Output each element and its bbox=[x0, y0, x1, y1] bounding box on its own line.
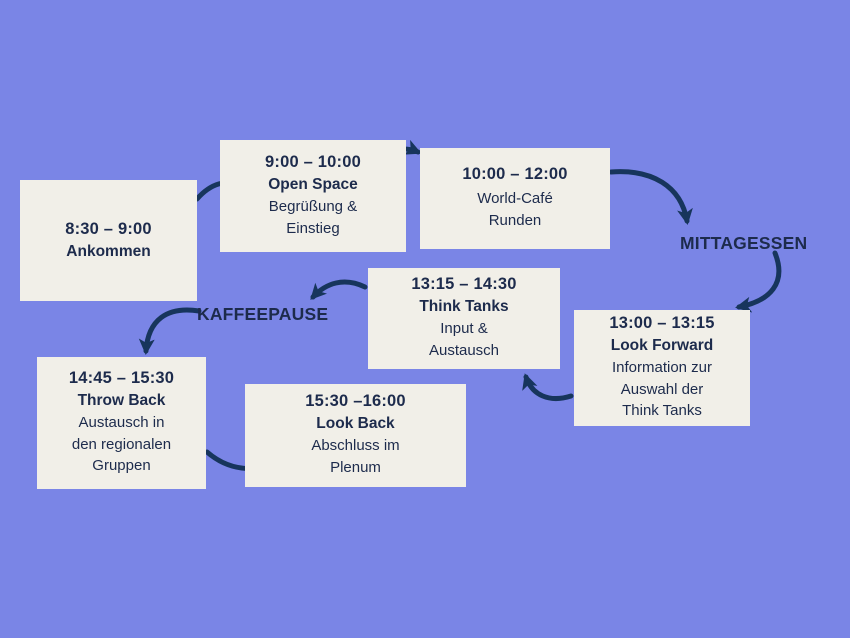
card-think-tanks-time: 13:15 – 14:30 bbox=[411, 275, 517, 294]
card-think-tanks-body: Input & Austausch bbox=[428, 320, 500, 359]
card-world-cafe-body: World-Café Runden bbox=[477, 190, 553, 229]
card-look-back: 15:30 –16:00 Look Back Abschluss im Plen… bbox=[245, 384, 466, 487]
card-ankommen-time: 8:30 – 9:00 bbox=[65, 220, 152, 238]
card-throw-back-title: Throw Back bbox=[77, 391, 166, 409]
card-look-back-time: 15:30 –16:00 bbox=[305, 392, 406, 411]
card-look-forward-body: Information zur Auswahl der Think Tanks bbox=[611, 358, 713, 420]
card-look-back-body: Abschluss im Plenum bbox=[311, 437, 400, 476]
card-look-forward-time: 13:00 – 13:15 bbox=[609, 313, 715, 332]
card-world-cafe: 10:00 – 12:00 World-Café Runden bbox=[420, 148, 610, 249]
label-kaffeepause: KAFFEEPAUSE bbox=[197, 304, 329, 324]
card-throw-back-body: Austausch in den regionalen Gruppen bbox=[71, 413, 172, 475]
card-look-back-title: Look Back bbox=[316, 415, 395, 433]
card-open-space-body: Begrüßung & Einstieg bbox=[268, 197, 358, 237]
card-ankommen-title: Ankommen bbox=[66, 243, 151, 260]
card-look-forward: 13:00 – 13:15 Look Forward Information z… bbox=[574, 310, 750, 426]
card-open-space: 9:00 – 10:00 Open Space Begrüßung & Eins… bbox=[220, 140, 406, 252]
card-open-space-title: Open Space bbox=[268, 175, 358, 193]
card-look-forward-title: Look Forward bbox=[610, 336, 714, 354]
label-mittagessen: MITTAGESSEN bbox=[680, 233, 808, 253]
card-ankommen: 8:30 – 9:00 Ankommen bbox=[20, 180, 197, 301]
card-throw-back-time: 14:45 – 15:30 bbox=[68, 368, 175, 387]
arrow-world-cafe-to-mittagessen bbox=[608, 169, 693, 225]
card-open-space-time: 9:00 – 10:00 bbox=[265, 152, 361, 171]
card-think-tanks: 13:15 – 14:30 Think Tanks Input & Austau… bbox=[368, 268, 560, 369]
arrow-think-tanks-to-kaffeepause bbox=[310, 279, 368, 300]
arrow-kaffeepause-to-throw-back bbox=[138, 307, 202, 355]
card-world-cafe-time: 10:00 – 12:00 bbox=[462, 165, 568, 184]
arrow-look-forward-to-think-tanks bbox=[522, 373, 574, 402]
card-throw-back: 14:45 – 15:30 Throw Back Austausch in de… bbox=[37, 357, 206, 489]
arrow-mittagessen-to-look-forward bbox=[735, 250, 782, 313]
card-think-tanks-title: Think Tanks bbox=[419, 298, 509, 316]
